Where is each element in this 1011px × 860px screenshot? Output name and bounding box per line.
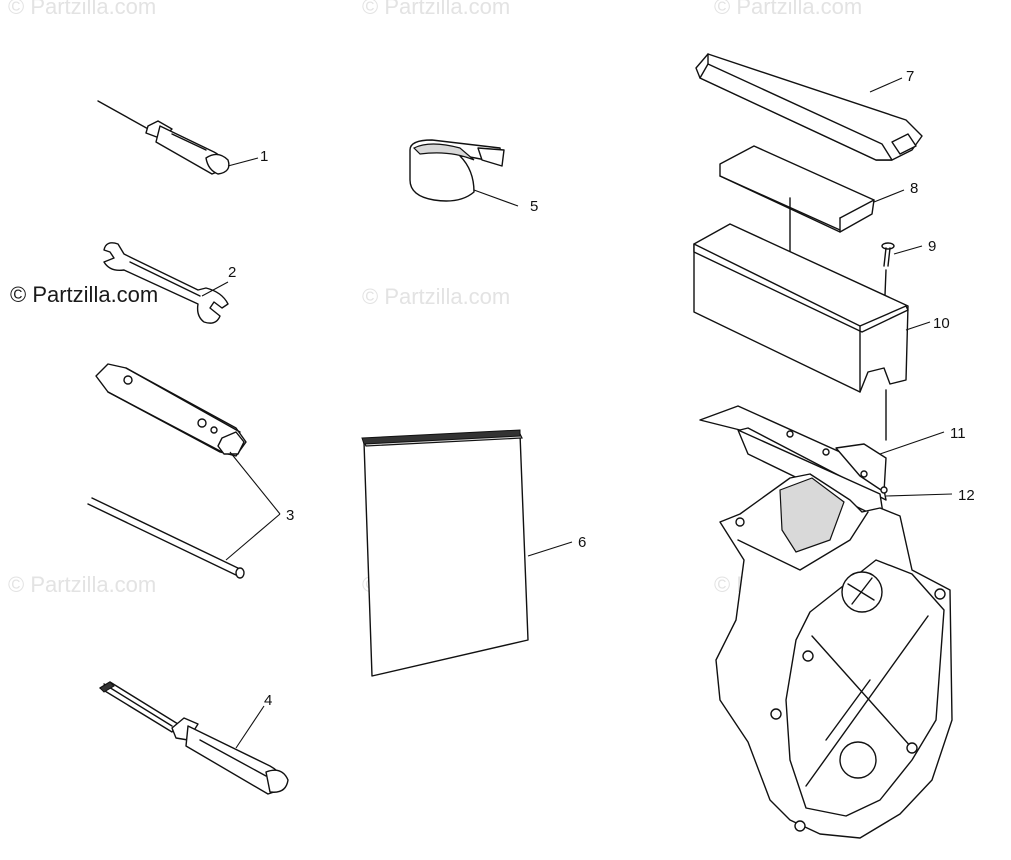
watermark: © Partzilla.com: [362, 0, 511, 19]
callout-1: 1: [260, 148, 269, 165]
callout-11: 11: [950, 425, 966, 442]
watermark: © Partzilla.com: [362, 284, 511, 309]
callout-10: 10: [933, 315, 950, 332]
callout-2: 2: [228, 264, 237, 281]
watermark: © Partzilla.com: [8, 572, 157, 597]
part-10-battery-box: [693, 223, 931, 441]
callout-6: 6: [578, 534, 587, 551]
watermark-primary: © Partzilla.com: [10, 282, 159, 307]
part-2-wrench: [103, 242, 229, 324]
watermark: © Partzilla.com: [8, 0, 157, 19]
callout-5: 5: [530, 198, 539, 215]
part-6-manual: [361, 429, 573, 677]
callout-7: 7: [906, 68, 915, 85]
part-5-strap: [409, 139, 519, 207]
callout-12: 12: [958, 487, 975, 504]
part-1-screwdriver: [97, 100, 259, 175]
part-3-box-wrench: [87, 363, 281, 579]
part-4-screwdriver: [99, 681, 289, 795]
callout-9: 9: [928, 238, 937, 255]
part-8-pad: [719, 145, 905, 273]
callout-3: 3: [286, 507, 295, 524]
part-11-12-chaincase: [699, 405, 953, 839]
part-7-cover: [695, 53, 923, 161]
callout-8: 8: [910, 180, 919, 197]
watermark: © Partzilla.com: [714, 0, 863, 19]
callout-4: 4: [264, 692, 273, 709]
